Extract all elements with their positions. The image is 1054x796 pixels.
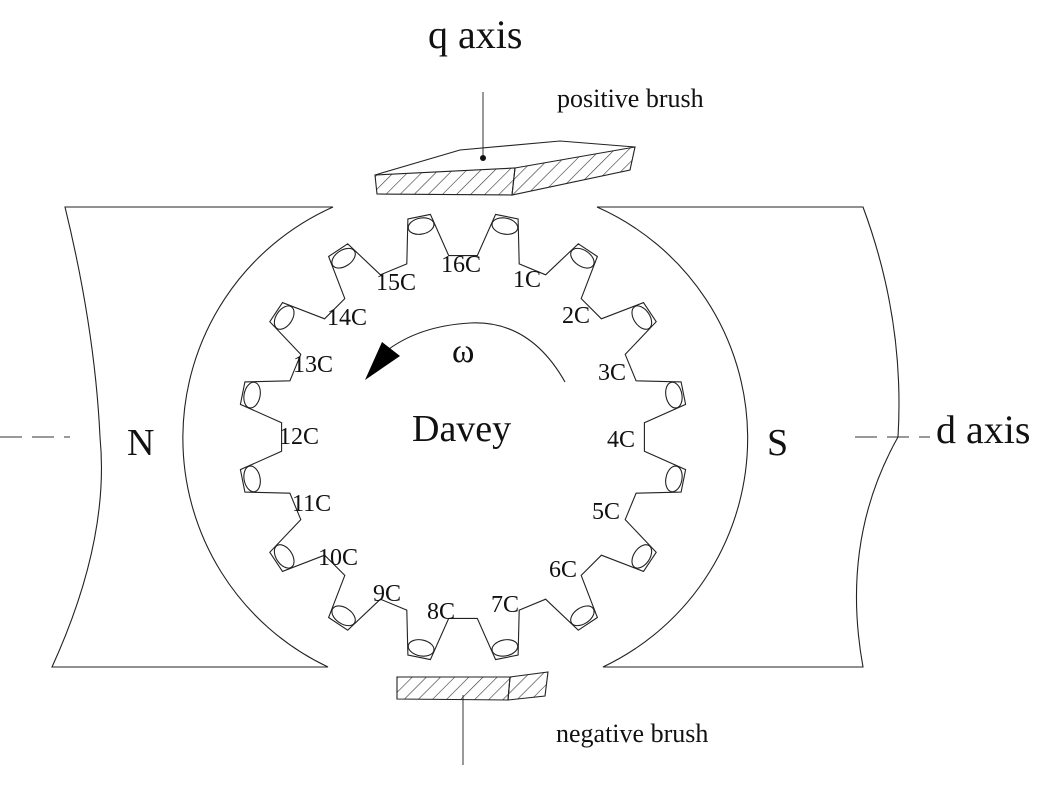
coil-label: 13C — [293, 352, 333, 378]
center-label: Davey — [412, 408, 511, 450]
coil-label: 14C — [327, 305, 367, 331]
coil-loop — [407, 217, 435, 235]
coil-label: 5C — [592, 499, 620, 525]
coil-loop — [491, 217, 519, 235]
positive-brush-label: positive brush — [557, 84, 704, 113]
coil-loop — [631, 544, 653, 569]
rotation-arc — [384, 322, 566, 383]
coil-loop — [243, 381, 261, 409]
coil-label: 11C — [292, 491, 331, 517]
coil-loop — [331, 247, 356, 269]
q-axis-label: q axis — [428, 12, 522, 57]
coil-label: 8C — [427, 599, 455, 625]
coil-label: 10C — [318, 545, 358, 571]
coil-loop — [570, 247, 595, 269]
coil-loop — [665, 465, 683, 493]
armature-coils — [243, 217, 683, 657]
coil-label: 15C — [376, 270, 416, 296]
south-pole-piece — [596, 206, 900, 668]
coil-label: 3C — [598, 360, 626, 386]
coil-loop — [631, 305, 653, 330]
coil-loop — [273, 305, 295, 330]
south-pole-label: S — [767, 422, 788, 464]
north-pole-label: N — [127, 422, 154, 464]
coil-loop — [243, 465, 261, 493]
coil-label: 16C — [441, 252, 481, 278]
coil-loop — [570, 605, 595, 627]
north-pole-piece — [51, 206, 334, 668]
coil-label: 7C — [491, 592, 519, 618]
coil-loop — [491, 639, 519, 657]
coil-loop — [665, 381, 683, 409]
coil-loop — [273, 544, 295, 569]
coil-label: 2C — [562, 303, 590, 329]
rotation-arrow-icon — [365, 342, 400, 380]
coil-labels: 1C 2C 3C 4C 5C 6C 7C 8C 9C 10C 11C 12C 1… — [279, 252, 635, 625]
positive-brush — [374, 140, 636, 196]
armature-rotor — [239, 213, 687, 661]
q-axis-dot — [480, 155, 486, 161]
coil-label: 4C — [607, 427, 635, 453]
coil-loop — [407, 639, 435, 657]
rotation-omega-label: ω — [452, 333, 474, 370]
coil-label: 6C — [549, 557, 577, 583]
negative-brush-label: negative brush — [556, 719, 708, 748]
coil-label: 9C — [373, 581, 401, 607]
coil-label: 12C — [279, 424, 319, 450]
negative-brush — [396, 671, 549, 701]
coil-loop — [331, 605, 356, 627]
d-axis-label: d axis — [936, 407, 1030, 452]
coil-label: 1C — [513, 267, 541, 293]
